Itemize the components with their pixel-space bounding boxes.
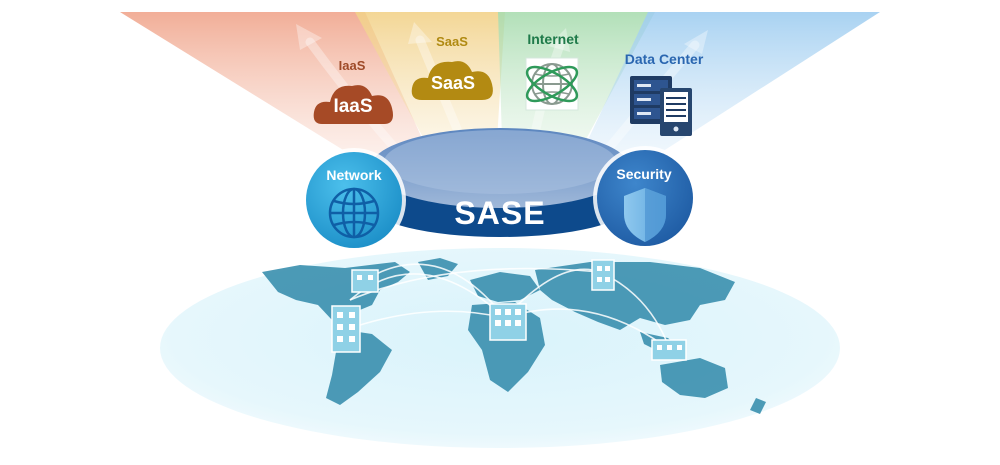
network-label: Network [326, 167, 382, 183]
sase-disk [370, 128, 630, 237]
building-icon [591, 259, 615, 291]
building-icon [331, 305, 361, 353]
security-node [593, 146, 697, 250]
sase-label: SASE [454, 195, 546, 231]
building-icon [351, 269, 379, 293]
cloud-icon [411, 61, 493, 100]
globe-icon [328, 187, 380, 239]
iaas-cloud [313, 85, 393, 124]
building-icon [651, 339, 687, 361]
saas-cloud-text: SaaS [430, 73, 476, 93]
beam-data-center [570, 12, 880, 182]
network-node [302, 148, 406, 252]
office-buildings [331, 259, 687, 361]
beam-arrowheads [296, 22, 708, 54]
iaas-cloud-text: IaaS [333, 96, 373, 117]
continent-europe [470, 272, 540, 302]
server-rack-icon [630, 76, 692, 136]
continent-new-zealand [750, 398, 766, 414]
security-label: Security [616, 166, 672, 182]
beam-iaas [120, 12, 440, 182]
saas-label: SaaS [436, 34, 468, 49]
building-icon [489, 303, 527, 341]
continent-australia [660, 358, 728, 398]
cloud-icon [313, 85, 393, 124]
shield-icon [624, 188, 666, 242]
internet-label: Internet [527, 31, 579, 47]
globe-orbit-icon [525, 57, 579, 111]
iaas-label: IaaS [338, 58, 366, 73]
saas-cloud [411, 61, 493, 100]
data-center-label: Data Center [624, 51, 704, 67]
